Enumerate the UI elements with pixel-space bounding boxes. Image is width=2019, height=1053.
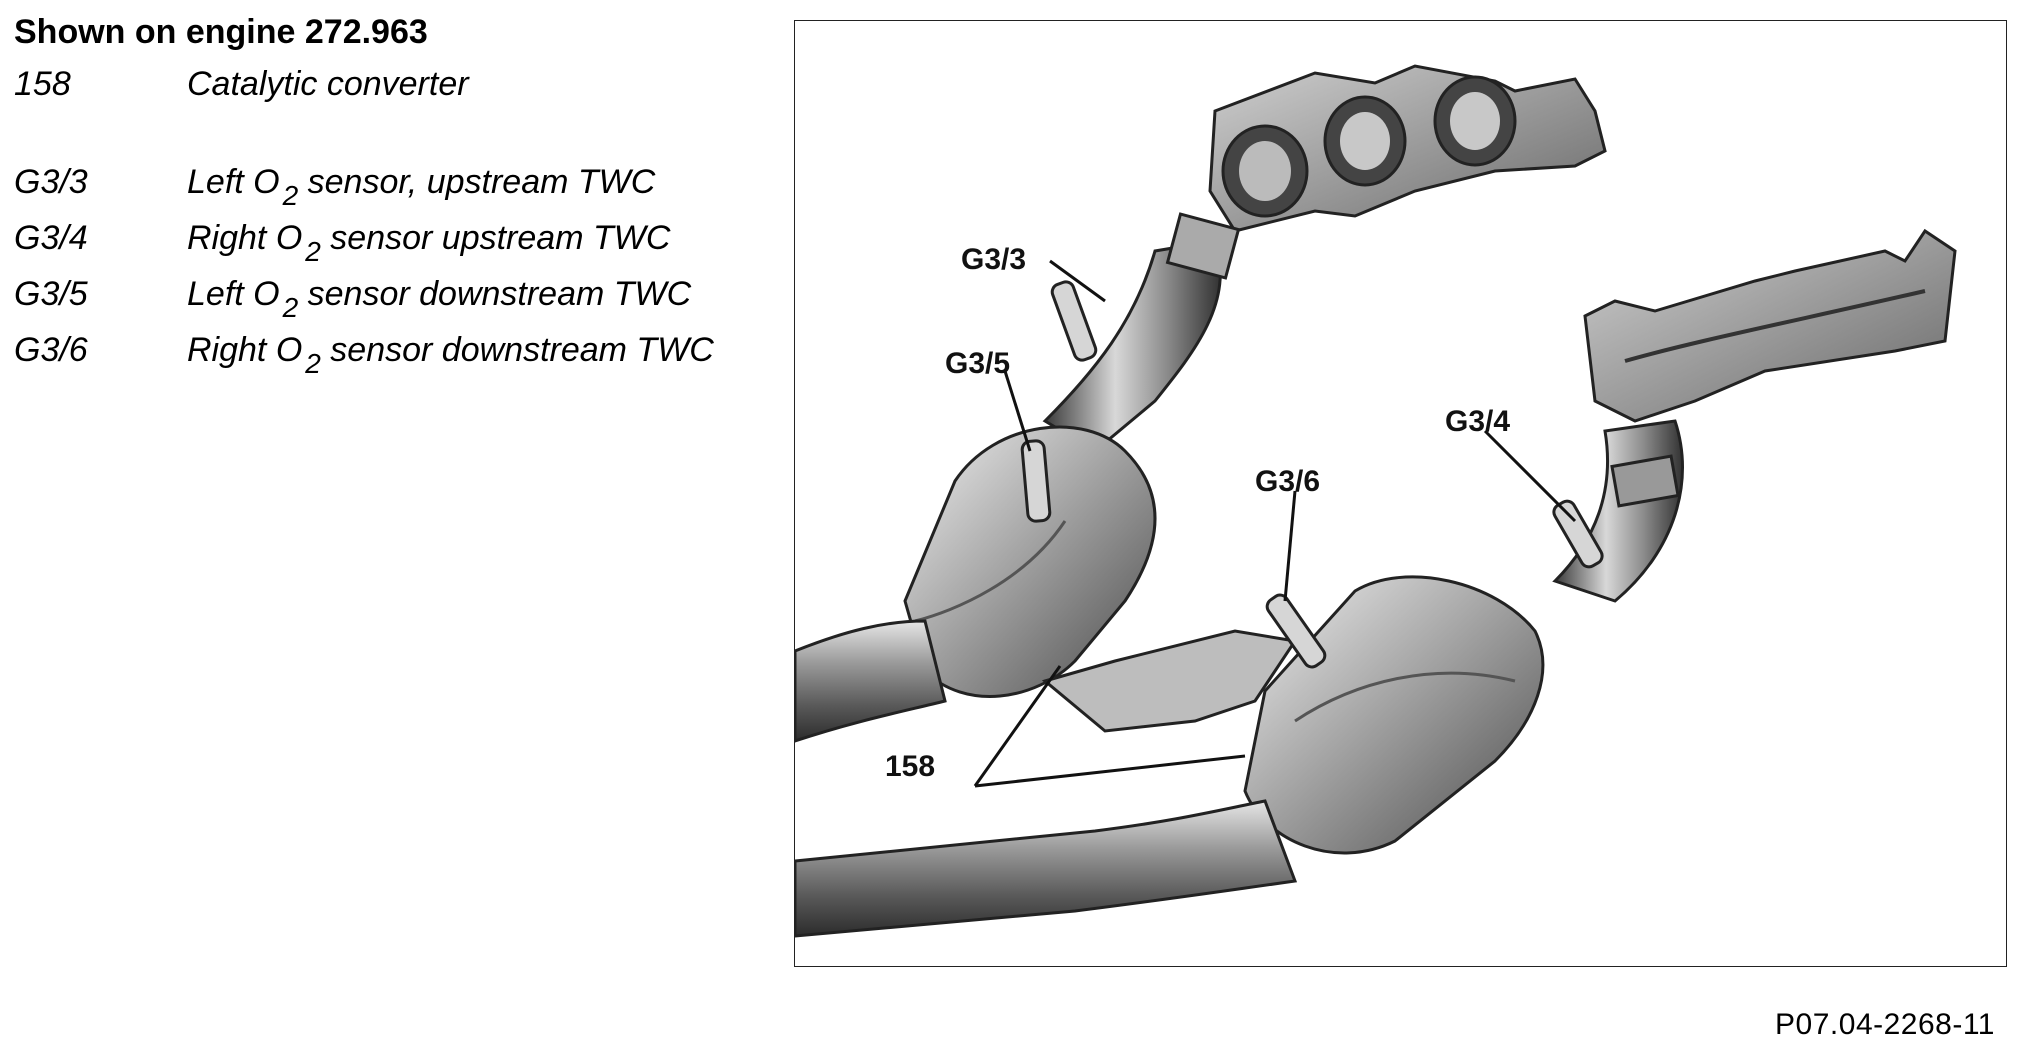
exhaust-illustration-frame: G3/3 G3/5 G3/4 G3/6 158 — [794, 20, 2007, 967]
right-manifold — [1583, 228, 1957, 423]
callout-g3-3: G3/3 — [961, 243, 1026, 276]
sensor-g3-4 — [1552, 499, 1604, 569]
figure-reference-code: P07.04-2268-11 — [1775, 1008, 1995, 1041]
mounting-bracket — [1041, 629, 1298, 733]
legend-code: G3/6 — [14, 331, 88, 369]
callout-g3-4: G3/4 — [1445, 405, 1510, 438]
callout-158: 158 — [885, 750, 935, 783]
sensor-g3-6 — [1265, 593, 1327, 669]
lower-exhaust-pipe — [795, 799, 1298, 938]
left-outlet-pipe — [795, 619, 947, 743]
legend-code: G3/4 — [14, 219, 88, 257]
sensor-g3-3 — [1050, 280, 1098, 362]
left-manifold — [1208, 64, 1607, 233]
exhaust-system-illustration: G3/3 G3/5 G3/4 G3/6 158 — [795, 64, 1957, 938]
left-catalytic-converter — [903, 425, 1157, 698]
legend-panel: Shown on engine 272.963 158 Catalytic co… — [14, 10, 774, 379]
legend-code: 158 — [14, 65, 71, 103]
left-downpipe — [1042, 239, 1222, 453]
sensor-g3-5 — [1020, 439, 1052, 523]
legend-description: Catalytic converter — [187, 65, 469, 103]
callout-leaders — [973, 259, 1577, 788]
legend-code: G3/3 — [14, 163, 88, 201]
callout-g3-6: G3/6 — [1255, 465, 1320, 498]
legend-code: G3/5 — [14, 275, 88, 313]
callout-g3-5: G3/5 — [945, 347, 1010, 380]
legend-title: Shown on engine 272.963 — [14, 13, 428, 51]
legend-item-158: 158 Catalytic converter — [14, 56, 774, 112]
